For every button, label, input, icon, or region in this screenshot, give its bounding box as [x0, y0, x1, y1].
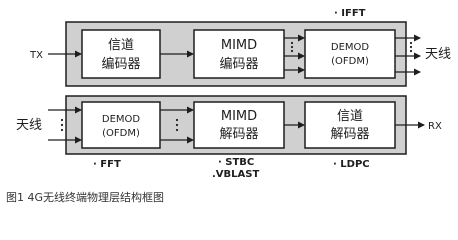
- rx-demod-line1: DEMOD: [102, 114, 141, 125]
- tx-mimo-encoder-line2: 编码器: [219, 57, 258, 72]
- rx-ldpc-annotation: · LDPC: [333, 159, 370, 170]
- tx-demod-line1: DEMOD: [331, 42, 370, 53]
- tx-mimo-encoder-block: [193, 29, 285, 79]
- rx-channel-decoder-block: [304, 101, 396, 149]
- rx-demod-ellipsis: [175, 118, 179, 132]
- tx-demod-line2: (OFDM): [331, 56, 369, 67]
- tx-channel-encoder-line1: 信道: [108, 38, 134, 53]
- tx-mimo-encoder-line1: MIMD: [221, 38, 257, 53]
- tx-ifft-annotation: · IFFT: [334, 8, 366, 19]
- tx-channel-encoder-line2: 编码器: [101, 57, 140, 72]
- tx-demod-block: [304, 29, 396, 79]
- rx-mimo-decoder-line1: MIMD: [221, 109, 257, 124]
- rx-mimo-decoder-line2: 解码器: [219, 127, 258, 142]
- block-diagram: 信道 编码器 MIMD 编码器 DEMOD (OFDM) TX 天线 · IFF…: [16, 8, 451, 180]
- rx-demod-line2: (OFDM): [102, 128, 140, 139]
- rx-stbc-annotation: · STBC: [218, 157, 254, 168]
- figure-caption: 图1 4G无线终端物理层结构框图: [6, 191, 165, 204]
- tx-output-ellipsis: [409, 41, 413, 53]
- rx-demod-block: [81, 101, 161, 149]
- rx-input-label: 天线: [16, 118, 42, 133]
- tx-output-label: 天线: [425, 47, 451, 62]
- tx-input-label: TX: [29, 50, 43, 61]
- rx-fft-annotation: · FFT: [93, 159, 121, 170]
- rx-panel: DEMOD (OFDM) MIMD 解码器 信道 解码器: [48, 95, 425, 155]
- rx-output-label: RX: [428, 121, 442, 132]
- rx-channel-decoder-line1: 信道: [337, 109, 363, 124]
- tx-panel: 信道 编码器 MIMD 编码器 DEMOD (OFDM): [48, 21, 421, 87]
- tx-channel-encoder-block: [81, 29, 161, 79]
- tx-mimo-ellipsis: [290, 41, 294, 53]
- rx-vblast-annotation: .VBLAST: [212, 169, 259, 180]
- rx-channel-decoder-line2: 解码器: [330, 127, 369, 142]
- rx-input-ellipsis: [60, 118, 64, 132]
